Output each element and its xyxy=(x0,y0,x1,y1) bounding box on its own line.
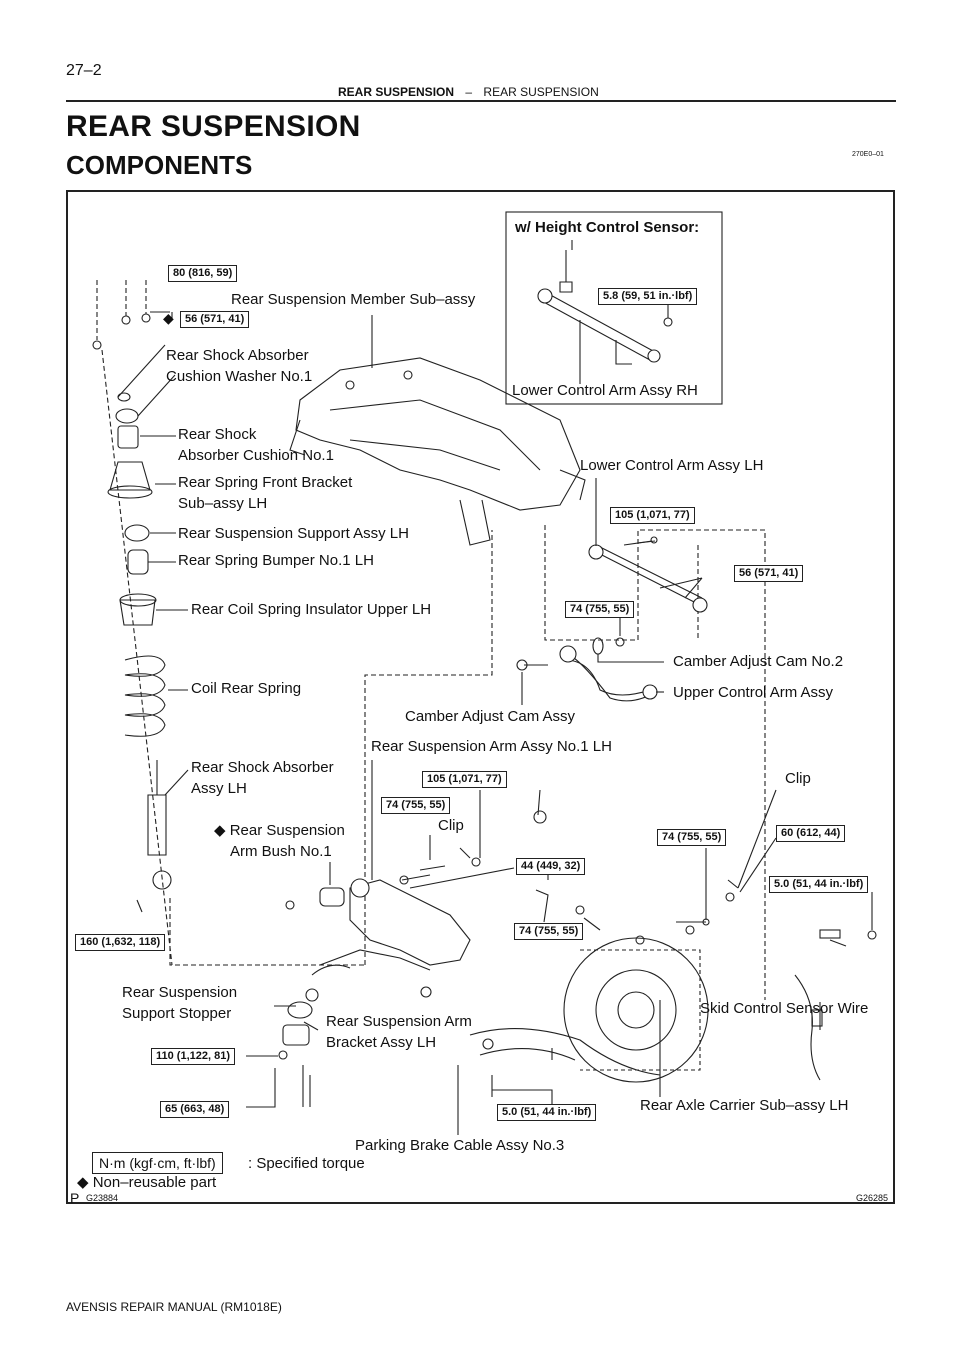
label-clip-2: Clip xyxy=(785,770,811,787)
label-clip-1: Clip xyxy=(438,817,464,834)
torque-56-a: 56 (571, 41) xyxy=(180,311,250,328)
torque-160: 160 (1,632, 118) xyxy=(75,934,166,951)
running-header: REAR SUSPENSION – REAR SUSPENSION xyxy=(338,85,599,99)
torque-105-a: 105 (1,071, 77) xyxy=(610,507,695,524)
header-subsection: REAR SUSPENSION xyxy=(483,85,599,99)
label-bracket-line2: Sub–assy LH xyxy=(178,495,268,512)
torque-inset: 5.8 (59, 51 in.·lbf) xyxy=(598,288,698,305)
figure-code-right: G26285 xyxy=(856,1193,889,1203)
label-upper-control-arm: Upper Control Arm Assy xyxy=(673,684,834,701)
label-stopper-line1: Rear Suspension xyxy=(122,984,238,1001)
legend-unit-box: N·m (kgf·cm, ft·lbf) xyxy=(92,1152,223,1174)
page-number: 27–2 xyxy=(66,62,102,79)
label-bush-line2: Arm Bush No.1 xyxy=(230,843,332,860)
label-bush-line1: ◆ Rear Suspension xyxy=(214,821,345,841)
torque-74-b: 74 (755, 55) xyxy=(381,797,451,814)
header-rule xyxy=(66,100,896,102)
figure-frame xyxy=(66,190,895,1204)
label-stopper-line2: Support Stopper xyxy=(122,1005,232,1022)
label-coil-spring: Coil Rear Spring xyxy=(191,680,302,697)
label-absorber-line2: Assy LH xyxy=(191,780,247,797)
label-camber-cam: Camber Adjust Cam Assy xyxy=(405,708,576,725)
label-spring-bumper: Rear Spring Bumper No.1 LH xyxy=(178,552,374,569)
legend-nonreusable-text: Non–reusable part xyxy=(92,1174,217,1191)
torque-5-a: 5.0 (51, 44 in.·lbf) xyxy=(769,876,869,893)
header-separator: – xyxy=(465,85,473,99)
header-section: REAR SUSPENSION xyxy=(338,85,455,99)
inset-title: w/ Height Control Sensor: xyxy=(515,219,700,236)
torque-56-b: 56 (571, 41) xyxy=(734,565,804,582)
inset-frame xyxy=(505,211,723,405)
label-support-assy: Rear Suspension Support Assy LH xyxy=(178,525,409,542)
nonreusable-bullet: ◆ xyxy=(214,822,226,839)
label-arm-bracket-line1: Rear Suspension Arm xyxy=(326,1013,472,1030)
label-absorber-line1: Rear Shock Absorber xyxy=(191,759,334,776)
legend-nonreusable: ◆ Non–reusable part xyxy=(77,1173,216,1193)
label-washer-line2: Cushion Washer No.1 xyxy=(166,368,313,385)
doc-code: 270E0–01 xyxy=(852,151,884,158)
torque-44: 44 (449, 32) xyxy=(516,858,586,875)
label-lower-control-arm-lh: Lower Control Arm Assy LH xyxy=(580,457,764,474)
torque-80: 80 (816, 59) xyxy=(168,265,238,282)
label-cushion-line1: Rear Shock xyxy=(178,426,257,443)
label-lower-control-arm-rh: Lower Control Arm Assy RH xyxy=(512,382,698,399)
torque-74-a: 74 (755, 55) xyxy=(565,601,635,618)
label-washer-line1: Rear Shock Absorber xyxy=(166,347,309,364)
label-sensor-wire: Skid Control Sensor Wire xyxy=(700,1000,869,1017)
torque-65: 65 (663, 48) xyxy=(160,1101,230,1118)
label-axle-carrier: Rear Axle Carrier Sub–assy LH xyxy=(640,1097,849,1114)
label-arm-bracket-line2: Bracket Assy LH xyxy=(326,1034,437,1051)
label-spring-insulator: Rear Coil Spring Insulator Upper LH xyxy=(191,601,432,618)
torque-110: 110 (1,122, 81) xyxy=(151,1048,236,1065)
bush-text: Rear Suspension xyxy=(229,822,345,839)
section-title: COMPONENTS xyxy=(66,150,253,180)
legend-unit-text: : Specified torque xyxy=(248,1155,365,1172)
page-title: REAR SUSPENSION xyxy=(66,110,361,143)
torque-105-b: 105 (1,071, 77) xyxy=(422,771,507,788)
page-footer: AVENSIS REPAIR MANUAL (RM1018E) xyxy=(66,1300,282,1314)
torque-60: 60 (612, 44) xyxy=(776,825,846,842)
torque-5-b: 5.0 (51, 44 in.·lbf) xyxy=(497,1104,597,1121)
nonreusable-mark: ◆ xyxy=(163,310,174,326)
label-cushion-line2: Absorber Cushion No.1 xyxy=(178,447,334,464)
label-parking-brake-cable: Parking Brake Cable Assy No.3 xyxy=(355,1137,565,1154)
torque-74-c: 74 (755, 55) xyxy=(514,923,584,940)
legend-bullet: ◆ xyxy=(77,1174,89,1191)
figure-code-left: G23884 xyxy=(86,1193,119,1203)
figure-p-mark: P xyxy=(70,1190,80,1206)
torque-74-d: 74 (755, 55) xyxy=(657,829,727,846)
label-camber-cam-no2: Camber Adjust Cam No.2 xyxy=(673,653,844,670)
label-bracket-line1: Rear Spring Front Bracket xyxy=(178,474,353,491)
label-arm-assy-no1: Rear Suspension Arm Assy No.1 LH xyxy=(371,738,612,755)
label-member-sub-assy: Rear Suspension Member Sub–assy xyxy=(231,291,476,308)
